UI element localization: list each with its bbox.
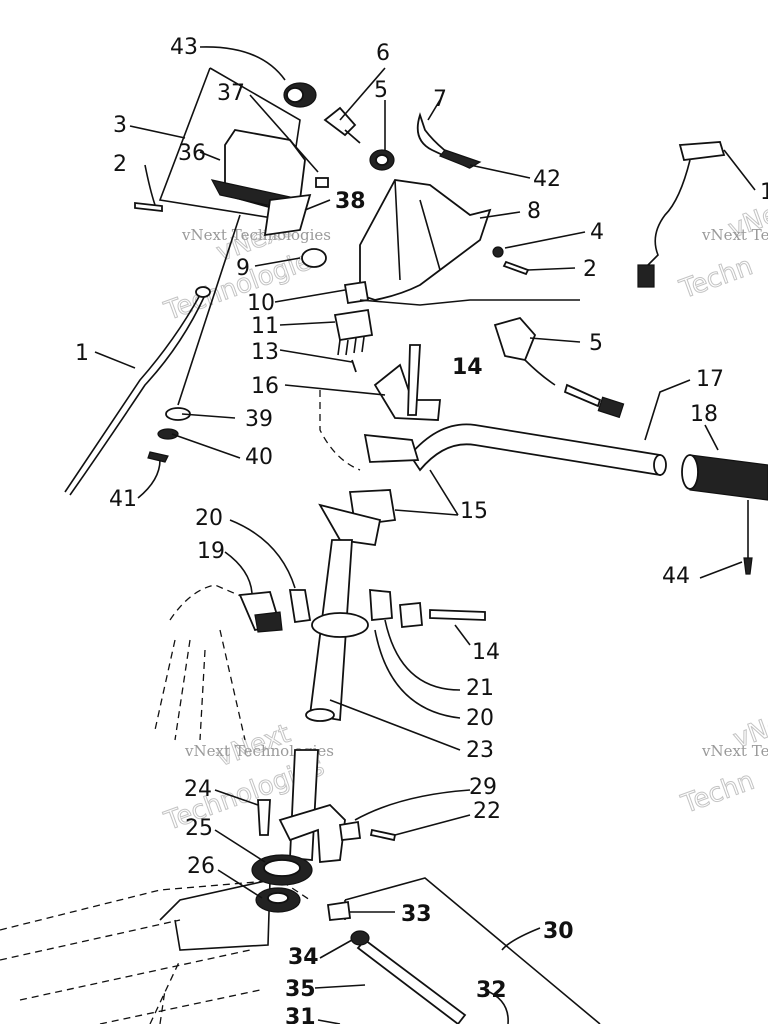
callout-29: 29 [469, 775, 497, 800]
callout-4: 4 [590, 220, 604, 245]
steering-post-23 [305, 503, 382, 722]
callout-9: 9 [236, 256, 250, 281]
half-clamp-20 [288, 589, 312, 624]
nut-4 [492, 246, 504, 258]
bolt-2 [134, 201, 163, 213]
callout-5: 5 [374, 78, 388, 103]
arm-29 [278, 803, 346, 863]
bolt-2-right [502, 260, 530, 276]
screw-44 [743, 557, 753, 575]
callout-34: 34 [288, 945, 319, 970]
callout-18: 18 [690, 402, 718, 427]
pin-13 [351, 359, 357, 373]
column-lower [289, 749, 319, 861]
callout-14-lower: 14 [472, 640, 500, 665]
block-20 [399, 602, 423, 628]
callout-labels: 43 6 37 5 7 3 36 42 2 38 8 4 9 2 1 1 10 … [75, 35, 768, 1024]
connector-plug [563, 383, 602, 408]
callout-33: 33 [401, 902, 432, 927]
clamp-21 [369, 588, 393, 621]
callout-1-right: 1 [760, 180, 768, 205]
callout-39: 39 [245, 407, 273, 432]
watermark-2: vNext Techn vNext Te [675, 190, 768, 306]
washer-9 [301, 248, 327, 268]
screw-37 [315, 177, 329, 188]
switch-5 [493, 316, 537, 362]
callout-24: 24 [184, 777, 212, 802]
watermark-text: vNext Te [701, 742, 768, 760]
callout-20: 20 [195, 506, 223, 531]
grip-18 [689, 454, 768, 501]
bracket-16 [373, 363, 441, 421]
chassis-outline [0, 390, 361, 1024]
speedometer-36 [210, 129, 306, 211]
callout-3: 3 [113, 113, 127, 138]
callout-40: 40 [245, 445, 273, 470]
key-6 [323, 106, 361, 144]
bolt-14-upper [407, 344, 421, 416]
callout-31: 31 [285, 1005, 316, 1024]
callout-1: 1 [75, 341, 89, 366]
bolt-24 [257, 799, 271, 836]
leader-lines [94, 46, 743, 1024]
watermark-logo-2: Techn [675, 251, 756, 305]
clip-41 [147, 451, 169, 463]
callout-10: 10 [247, 291, 275, 316]
watermark-text: vNext Technologies [181, 226, 331, 244]
cable-1 [64, 294, 201, 493]
callout-35: 35 [285, 977, 316, 1002]
callout-15: 15 [460, 499, 488, 524]
callout-30: 30 [543, 919, 574, 944]
connector-1-right [678, 141, 726, 161]
watermark-logo-2: Techn [677, 766, 758, 820]
callout-19: 19 [197, 539, 225, 564]
callout-8: 8 [527, 199, 541, 224]
handlebar-17 [408, 423, 661, 477]
callout-32: 32 [476, 978, 507, 1003]
nut-29 [338, 820, 362, 841]
callout-20-lower: 20 [466, 706, 494, 731]
callout-21: 21 [466, 676, 494, 701]
tie-rod-30 [344, 877, 601, 1024]
washer-40 [157, 428, 179, 440]
callout-2: 2 [113, 152, 127, 177]
callout-44: 44 [662, 564, 690, 589]
callout-17: 17 [696, 367, 724, 392]
callout-36: 36 [178, 141, 206, 166]
callout-43: 43 [170, 35, 198, 60]
callout-13: 13 [251, 340, 279, 365]
callout-41: 41 [109, 487, 137, 512]
callout-7: 7 [433, 87, 447, 112]
callout-2-right: 2 [583, 257, 597, 282]
ball-joint-33 [326, 900, 352, 921]
callout-6: 6 [376, 41, 390, 66]
callout-11: 11 [251, 314, 279, 339]
bracket-38 [263, 193, 312, 237]
callout-5-right: 5 [589, 331, 603, 356]
callout-22: 22 [473, 799, 501, 824]
callout-25: 25 [185, 816, 213, 841]
pin-22 [369, 828, 397, 842]
clamp-15-top [363, 433, 420, 463]
fairing-8 [359, 179, 492, 301]
rod-35 [356, 938, 467, 1024]
nut-34 [350, 930, 370, 946]
pad-42 [439, 149, 482, 169]
callout-26: 26 [187, 854, 215, 879]
bolt-14-lower [429, 609, 486, 621]
callout-23: 23 [466, 738, 494, 763]
callout-16: 16 [251, 374, 279, 399]
callout-37: 37 [217, 81, 245, 106]
callout-42: 42 [533, 167, 561, 192]
watermark-text: vNext Te [701, 226, 768, 244]
callout-38: 38 [335, 189, 366, 214]
watermark-4: vNe Techn vNext Te [677, 709, 768, 821]
callout-14: 14 [452, 355, 483, 380]
switch-11 [333, 308, 374, 342]
